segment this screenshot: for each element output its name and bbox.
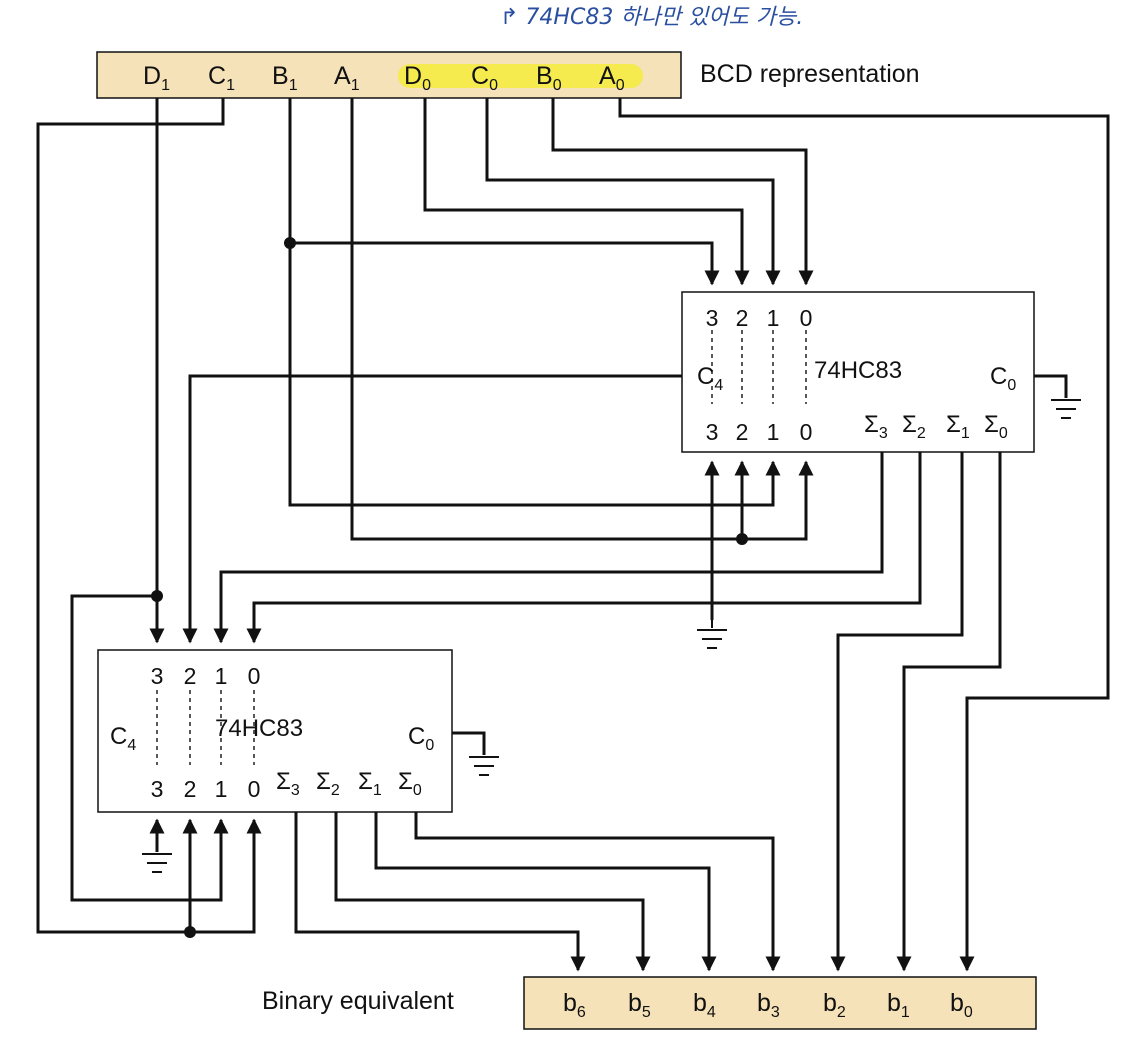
adder_bottom-a-pin: 3 — [151, 663, 164, 689]
adder_bottom-carry-out: C4 — [110, 723, 136, 754]
adder_bottom-a-pin: 2 — [184, 663, 197, 689]
wires — [36, 98, 1110, 972]
wire-bot-cin — [452, 731, 486, 755]
adder_bottom-sum-2: Σ2 — [316, 768, 340, 799]
wire-c0 — [485, 98, 781, 286]
adder-bottom-name: 74HC83 — [215, 715, 303, 742]
wire-top-cin — [1034, 374, 1068, 398]
wire-bot-sum1 — [374, 812, 717, 972]
wire-top-c4 — [182, 374, 682, 644]
bcd-input-d0: D0 — [404, 62, 431, 94]
adder_top-sum-1: Σ1 — [946, 411, 970, 442]
adder_top-b-pin: 3 — [706, 419, 719, 445]
junction-dot — [284, 237, 296, 249]
binary-output-b2: b2 — [823, 989, 846, 1021]
wire-top-sum0 — [896, 452, 1002, 972]
ground-icon — [1051, 399, 1081, 419]
binary-output-b3: b3 — [757, 989, 780, 1021]
wire-b0 — [551, 98, 814, 286]
wire-b1-top-a3 — [290, 241, 720, 286]
adder-top-name: 74HC83 — [814, 357, 902, 384]
adder_top-a-pin: 2 — [736, 305, 749, 331]
bcd-input-a1: A1 — [334, 62, 360, 94]
bcd-representation-label: BCD representation — [700, 60, 920, 88]
binary-equivalent-label: Binary equivalent — [262, 987, 454, 1015]
binary-output-b1: b1 — [887, 989, 910, 1021]
adder_top-a-pin: 0 — [800, 305, 813, 331]
adder_bottom-b-pin: 3 — [151, 776, 164, 802]
junction-dot — [151, 590, 163, 602]
wire-top-sum3 — [213, 452, 884, 644]
adder_top-sum-0: Σ0 — [984, 411, 1008, 442]
wire-top-sum1 — [830, 452, 964, 972]
binary-output-b0: b0 — [950, 989, 973, 1021]
adder_bottom-carry-in: C0 — [408, 723, 434, 754]
junction-dot — [184, 926, 196, 938]
wire-top-sum2 — [246, 452, 922, 644]
wire-bot-sum3 — [294, 812, 586, 972]
wire-d1-bot-b1 — [70, 594, 229, 902]
ground-icon — [469, 756, 499, 776]
wire-a1 — [350, 98, 814, 541]
adder_top-b-pin: 0 — [800, 419, 813, 445]
adder_top-a-pin: 3 — [706, 305, 719, 331]
wire-bot-sum0 — [414, 812, 781, 972]
junction-dot — [736, 533, 748, 545]
adder_top-carry-out: C4 — [697, 363, 723, 394]
ground-symbols — [142, 399, 1081, 873]
binary-register: b6 b5 b4 b3 b2 b1 b0 — [523, 976, 1037, 1030]
binary-output-b5: b5 — [628, 989, 651, 1021]
wire-d0 — [423, 98, 750, 286]
adder_bottom-a-pin: 0 — [248, 663, 261, 689]
adder_top-sum-2: Σ2 — [902, 411, 926, 442]
adder_top-b-pin: 1 — [767, 419, 780, 445]
bcd-input-c0: C0 — [471, 62, 498, 94]
wire-c1 — [36, 98, 262, 934]
bcd-input-b1: B1 — [272, 62, 298, 94]
wire-bot-sum2 — [334, 812, 651, 972]
adder_bottom-sum-1: Σ1 — [358, 768, 382, 799]
adder_bottom-a-pin: 1 — [215, 663, 228, 689]
adder_bottom-sum-0: Σ0 — [398, 768, 422, 799]
adder_bottom-b-pin: 2 — [184, 776, 197, 802]
binary-output-b6: b6 — [563, 989, 586, 1021]
adder_top-a-pin: 1 — [767, 305, 780, 331]
adder_bottom-sum-3: Σ3 — [276, 768, 300, 799]
ground-icon — [697, 620, 727, 649]
wire-a0 — [618, 98, 1110, 972]
adder_bottom-b-pin: 1 — [215, 776, 228, 802]
bcd-input-a0: A0 — [599, 62, 625, 94]
adder_bottom-b-pin: 0 — [248, 776, 261, 802]
adder_top-sum-3: Σ3 — [864, 411, 888, 442]
binary-output-b4: b4 — [693, 989, 716, 1021]
bcd-input-c1: C1 — [208, 62, 235, 94]
adder_top-b-pin: 2 — [736, 419, 749, 445]
bcd-input-b0: B0 — [536, 62, 562, 94]
bcd-input-d1: D1 — [143, 62, 170, 94]
bcd-register: D1 C1 B1 A1 D0 C0 B0 A0 — [96, 51, 682, 99]
adder_top-carry-in: C0 — [990, 363, 1016, 394]
highlight-mark — [398, 64, 643, 88]
handwritten-annotation: ↱ 74HC83 하나만 있어도 가능. — [500, 5, 803, 30]
wire-b1 — [288, 98, 781, 507]
ground-icon — [142, 853, 172, 873]
